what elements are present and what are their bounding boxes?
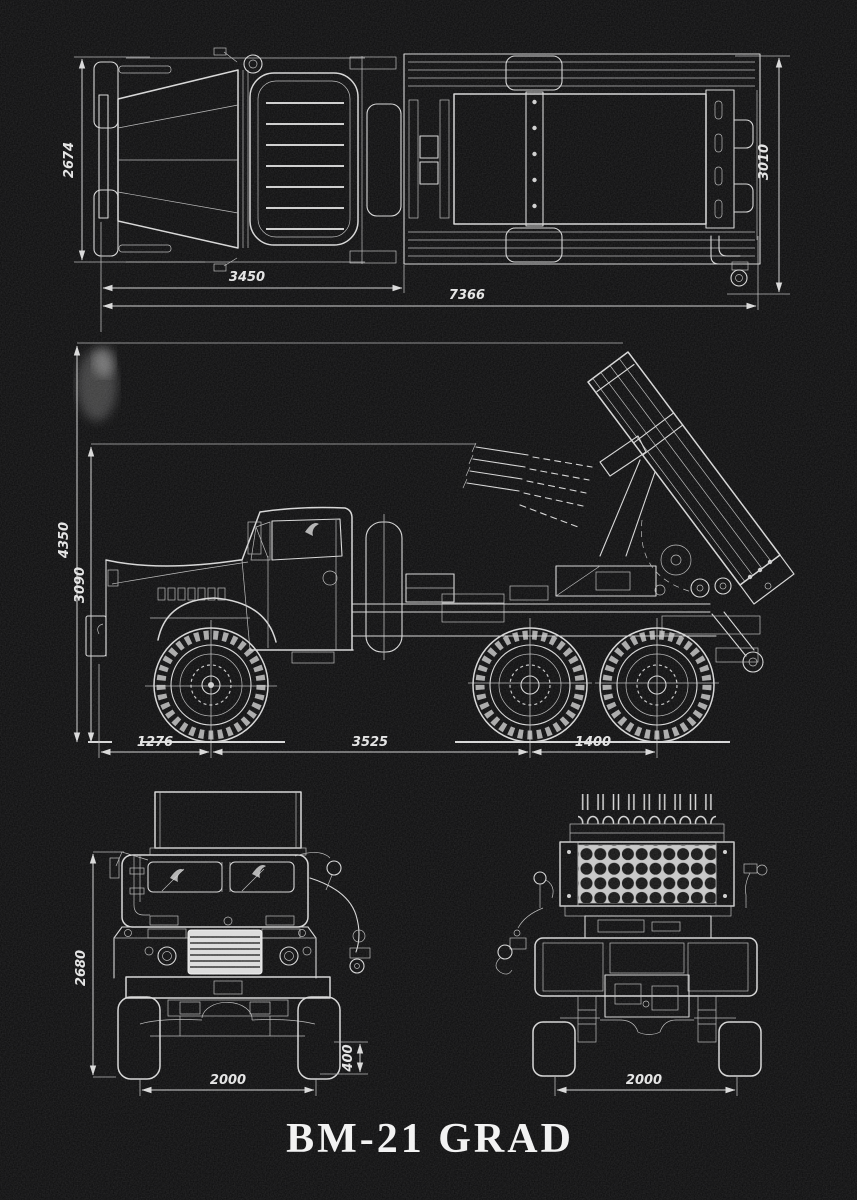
film-grain-overlay [0,0,857,1200]
blueprint-canvas: 2674 3010 3450 7366 [0,0,857,1200]
blueprint-poster: 2674 3010 3450 7366 [0,0,857,1200]
